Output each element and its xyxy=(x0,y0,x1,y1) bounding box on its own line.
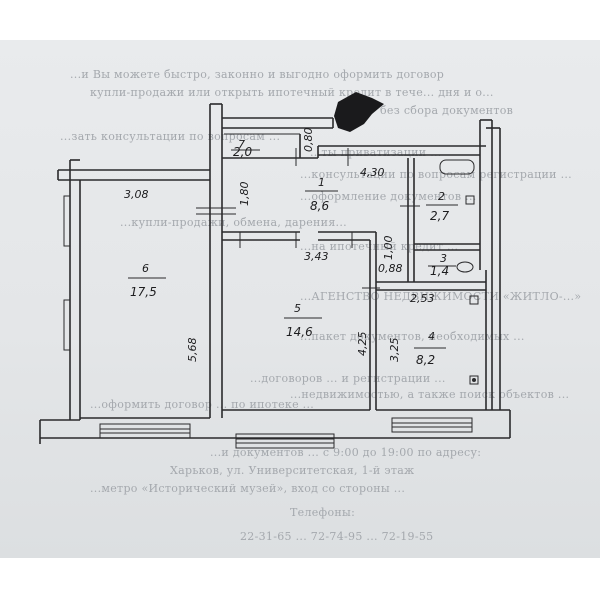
room-3-number: 3 xyxy=(440,252,447,265)
advert-line: 22-31-65 ... 72-74-95 ... 72-19-55 xyxy=(240,530,433,543)
room-4-number: 4 xyxy=(428,330,435,343)
advert-line: ...консультации по вопросам регистрации … xyxy=(300,168,572,181)
dim-room2-depth: 1,00 xyxy=(382,236,395,261)
walls xyxy=(39,103,511,444)
room-1-area: 8,6 xyxy=(310,199,329,213)
room-7-area: 2,0 xyxy=(233,145,252,159)
dim-room5-length: 4,25 xyxy=(356,332,369,357)
dim-room4-width: 2,53 xyxy=(410,292,435,305)
advert-line: ...и Вы можете быстро, законно и выгодно… xyxy=(70,68,444,81)
room-labels: 7 2,0 1 8,6 2 2,7 3 1,4 4 8,2 5 14,6 6 1… xyxy=(128,138,458,367)
background-advert-text: ...и Вы можете быстро, законно и выгодно… xyxy=(60,68,581,543)
dim-room1-depth: 1,80 xyxy=(238,182,251,207)
room-5-number: 5 xyxy=(294,302,301,315)
dimension-labels: 3,08 5,68 1,80 4,30 0,80 3,43 1,00 0,88 … xyxy=(124,128,435,363)
dim-room6-width: 3,08 xyxy=(124,188,149,201)
fixtures xyxy=(439,159,479,385)
room-5-area: 14,6 xyxy=(286,325,313,339)
advert-line: купли-продажи или открыть ипотечный кред… xyxy=(90,86,494,99)
advert-line: ...договоров ... и регистрации ... xyxy=(250,372,446,385)
advert-line: ...купли-продажи, обмена, дарения... xyxy=(120,216,347,229)
advert-line: Телефоны: xyxy=(290,506,355,519)
dim-room6-length: 5,68 xyxy=(186,338,199,363)
ink-blot xyxy=(334,92,384,132)
room-7-number: 7 xyxy=(238,138,245,151)
advert-line: ...зать консультации по вопросам ... xyxy=(60,130,280,143)
room-2-number: 2 xyxy=(438,190,445,203)
windows xyxy=(63,195,473,449)
door-marks xyxy=(196,148,420,289)
room-6-area: 17,5 xyxy=(130,285,157,299)
room-4-area: 8,2 xyxy=(416,353,435,367)
advert-line: Харьков, ул. Университетская, 1-й этаж xyxy=(170,464,414,477)
dim-room4-length: 3,25 xyxy=(388,338,401,363)
dim-room5-width: 3,43 xyxy=(304,250,329,263)
advert-line: ...АГЕНСТВО НЕДВИЖИМОСТИ «ЖИТЛО-...» xyxy=(300,290,581,303)
room-2-area: 2,7 xyxy=(430,209,449,223)
advert-line: ...оформить договор ... по ипотеке ... xyxy=(90,398,314,411)
advert-line: ...пакет документов, необходимых ... xyxy=(300,330,525,343)
advert-line: ...недвижимостью, а также поиск объектов… xyxy=(290,388,569,401)
room-3-area: 1,4 xyxy=(430,264,449,278)
advert-line: ...ты приватизации ... xyxy=(310,146,442,159)
advert-line: ...метро «Исторический музей», вход со с… xyxy=(90,482,405,495)
room-6-number: 6 xyxy=(142,262,149,275)
advert-line: без сбора документов xyxy=(380,104,513,117)
dim-room7-depth: 0,80 xyxy=(302,128,315,153)
dim-room1-width: 4,30 xyxy=(360,166,385,179)
advert-line: ...оформление документов ... xyxy=(300,190,477,203)
dim-corridor-width: 0,88 xyxy=(378,262,403,275)
room-1-number: 1 xyxy=(318,176,325,189)
advert-line: ...и документов ... с 9:00 до 19:00 по а… xyxy=(210,446,481,459)
